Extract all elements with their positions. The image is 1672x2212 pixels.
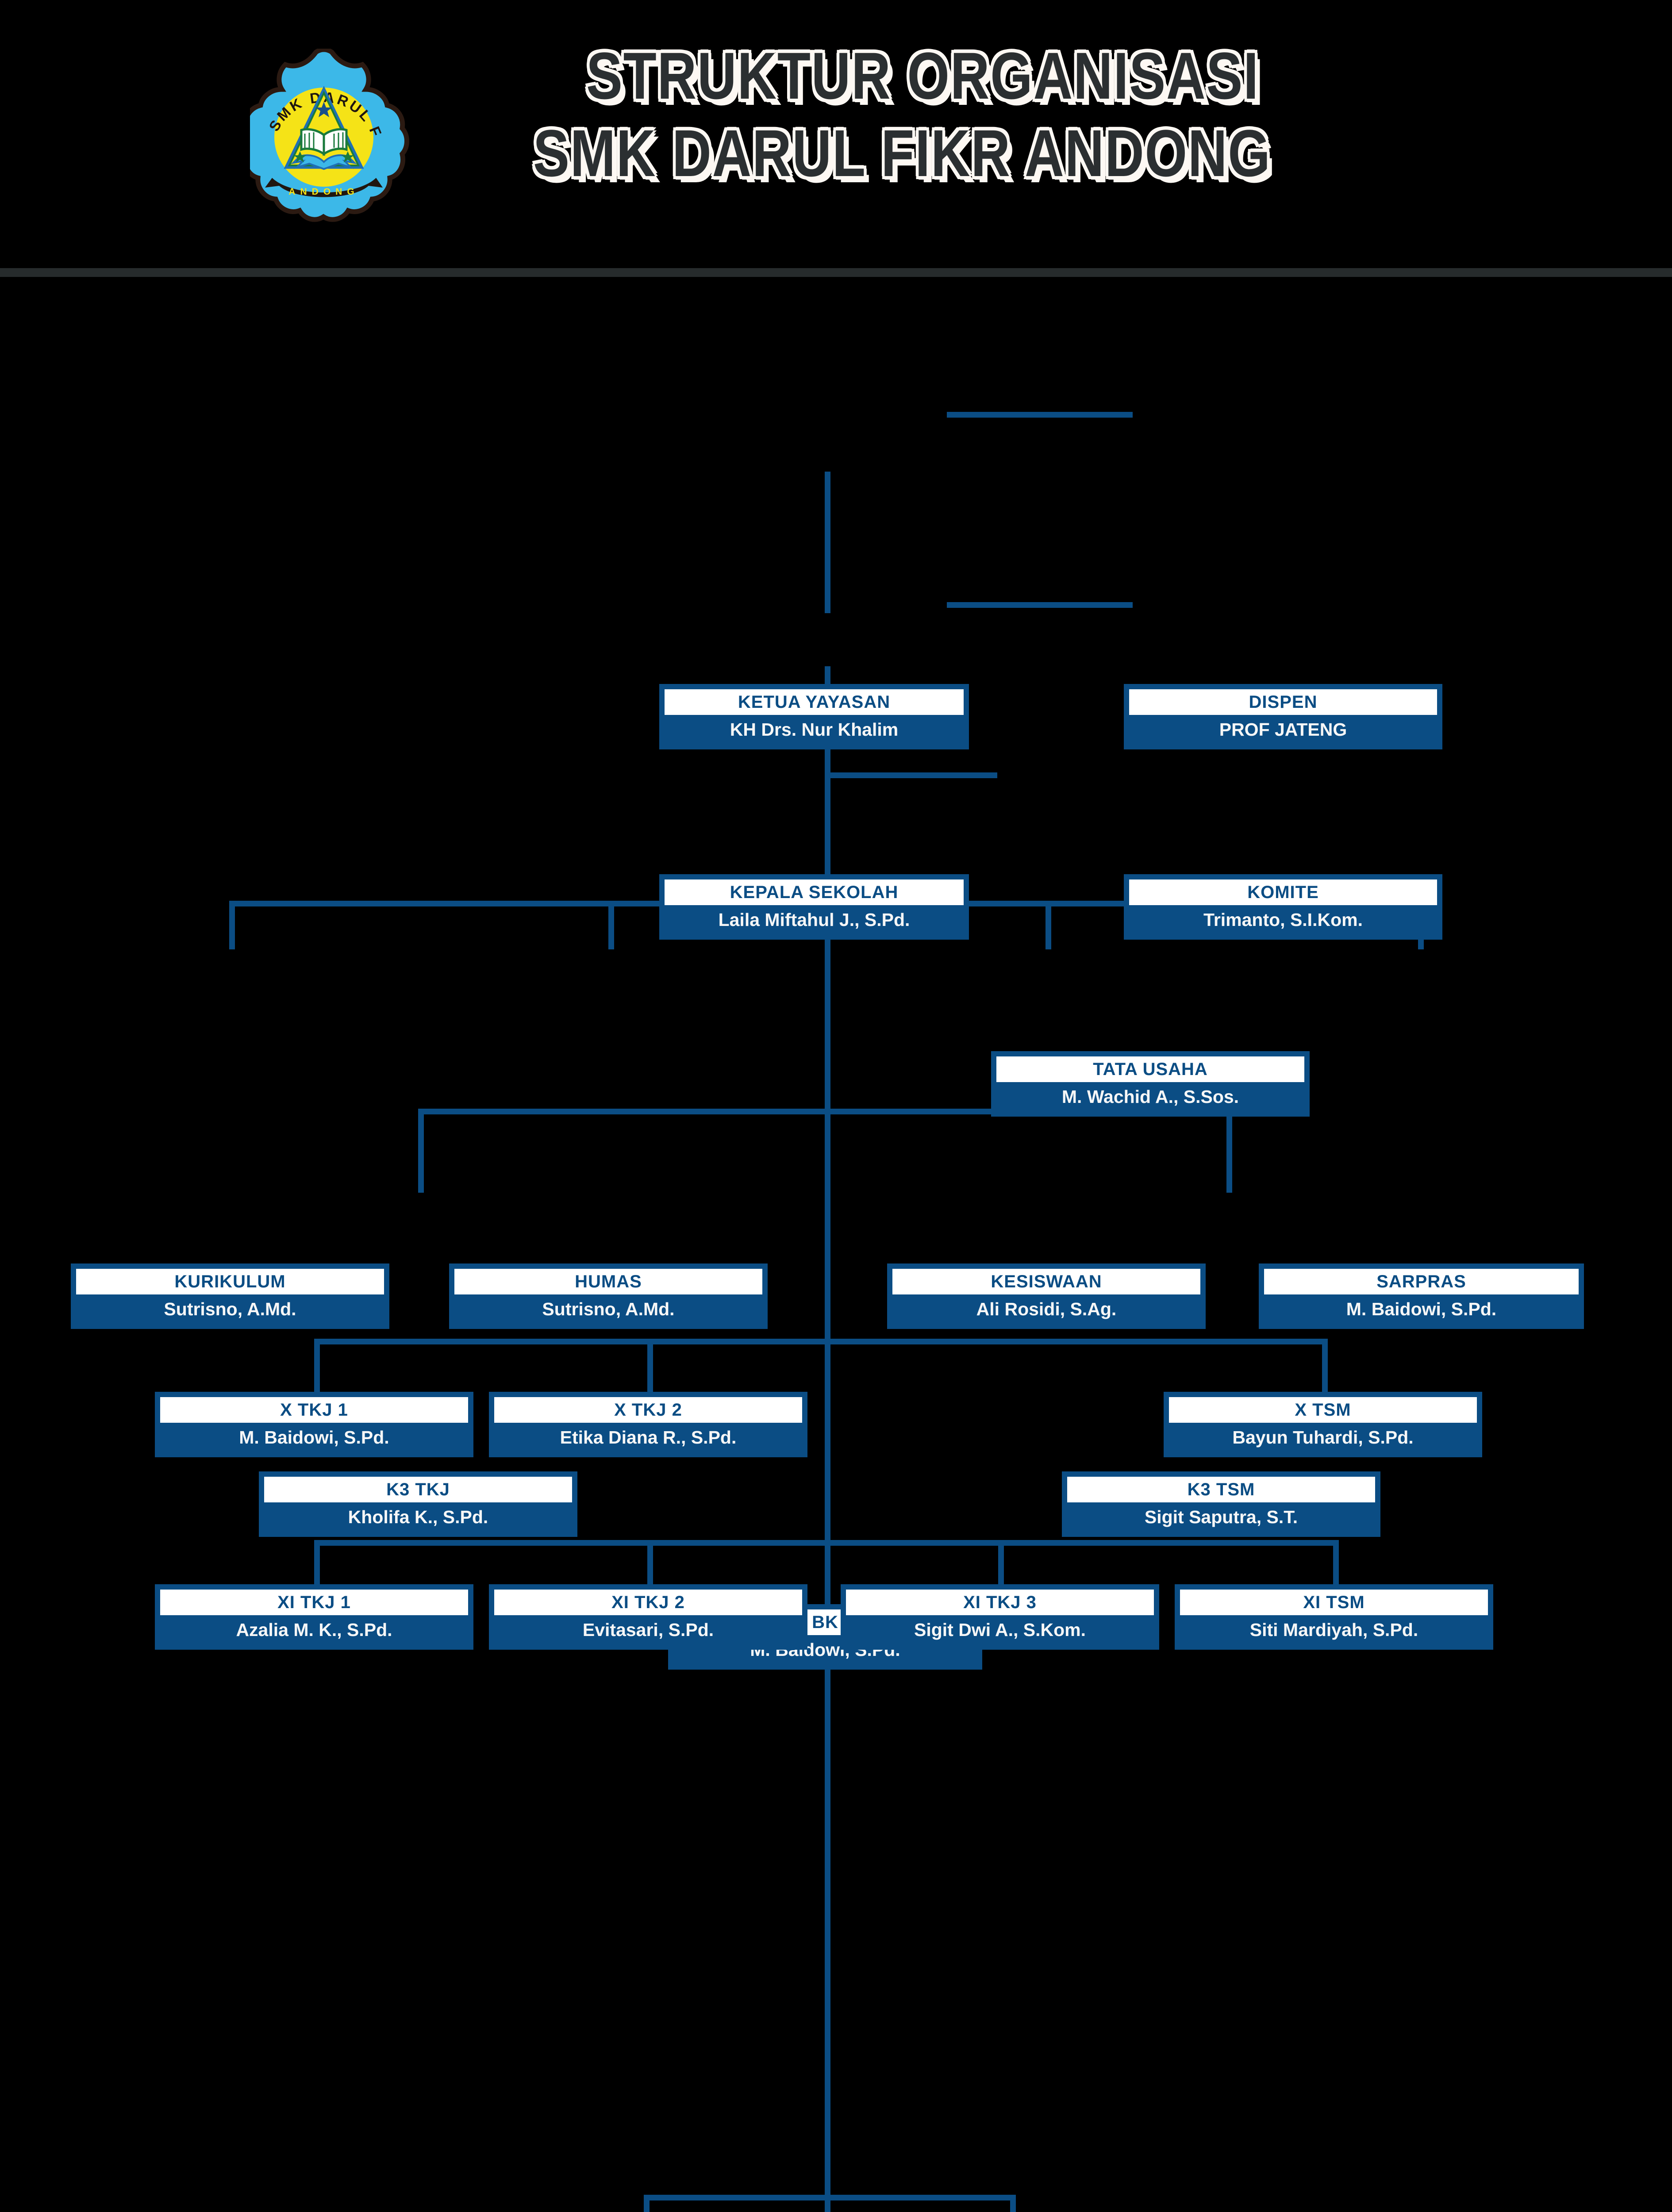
node-ketua-yayasan[interactable]: KETUA YAYASAN KH Drs. Nur Khalim — [659, 684, 969, 749]
node-k3-tsm[interactable]: K3 TSM Sigit Saputra, S.T. — [1062, 1471, 1380, 1537]
drop-kurikulum — [229, 901, 235, 949]
node-dispen[interactable]: DISPEN PROF JATENG — [1124, 684, 1442, 749]
node-k3-tkj[interactable]: K3 TKJ Kholifa K., S.Pd. — [259, 1471, 577, 1537]
drop-xi-tkj-1 — [314, 1540, 320, 1589]
title-line-2: SMK DARUL FIKR ANDONG — [533, 116, 1271, 190]
node-role-label: TATA USAHA — [996, 1056, 1304, 1082]
node-person-name: Ali Rosidi, S.Ag. — [976, 1298, 1117, 1319]
node-role-label: HUMAS — [454, 1269, 762, 1294]
distributor-bar-x — [314, 1339, 1327, 1344]
node-person-name: Trimanto, S.I.Kom. — [1203, 909, 1363, 930]
drop-xii-tkj — [644, 2195, 650, 2212]
node-person-name: Etika Diana R., S.Pd. — [560, 1427, 737, 1448]
svg-text:ANDONG: ANDONG — [288, 187, 359, 197]
node-kurikulum[interactable]: KURIKULUM Sutrisno, A.Md. — [71, 1263, 389, 1329]
drop-k3-tkj — [418, 1109, 424, 1193]
connector-spine-tatausaha — [825, 772, 997, 778]
node-x-tsm[interactable]: X TSM Bayun Tuhardi, S.Pd. — [1164, 1392, 1482, 1457]
page-header: SMK DARUL FIKR ANDONG ST — [0, 0, 1672, 277]
org-chart: KETUA YAYASAN KH Drs. Nur Khalim DISPEN … — [0, 277, 1672, 2212]
node-person-name: Azalia M. K., S.Pd. — [236, 1619, 392, 1640]
connector-kepala-komite — [947, 602, 1133, 608]
node-person-name: Evitasari, S.Pd. — [582, 1619, 714, 1640]
node-komite[interactable]: KOMITE Trimanto, S.I.Kom. — [1124, 874, 1442, 940]
node-role-label: DISPEN — [1129, 689, 1437, 715]
node-role-label: X TKJ 2 — [494, 1397, 802, 1423]
drop-xi-tkj-3 — [998, 1540, 1004, 1589]
node-person-name: Sigit Dwi A., S.Kom. — [914, 1619, 1086, 1640]
node-x-tkj-1[interactable]: X TKJ 1 M. Baidowi, S.Pd. — [155, 1392, 473, 1457]
node-role-label: XI TKJ 1 — [160, 1590, 468, 1615]
node-person-name: Kholifa K., S.Pd. — [348, 1506, 488, 1527]
header-divider — [0, 268, 1672, 277]
main-spine — [825, 666, 830, 2212]
node-xi-tsm[interactable]: XI TSM Siti Mardiyah, S.Pd. — [1175, 1584, 1493, 1650]
school-crest-logo: SMK DARUL FIKR ANDONG — [238, 35, 414, 226]
node-person-name: Sigit Saputra, S.T. — [1144, 1506, 1298, 1527]
node-role-label: K3 TKJ — [264, 1477, 572, 1502]
node-role-label: XI TKJ 2 — [494, 1590, 802, 1615]
drop-xii-tsm — [1010, 2195, 1016, 2212]
node-person-name: M. Baidowi, S.Pd. — [1346, 1298, 1497, 1319]
node-person-name: M. Baidowi, S.Pd. — [239, 1427, 389, 1448]
drop-x-tkj-1 — [314, 1339, 320, 1396]
connector-yayasan-kepala — [825, 472, 830, 613]
node-role-label: KESISWAAN — [892, 1269, 1200, 1294]
node-role-label: SARPRAS — [1264, 1269, 1579, 1294]
node-role-label: KETUA YAYASAN — [665, 689, 964, 715]
node-role-label: XI TKJ 3 — [846, 1590, 1154, 1615]
node-x-tkj-2[interactable]: X TKJ 2 Etika Diana R., S.Pd. — [489, 1392, 807, 1457]
drop-x-tkj-2 — [647, 1339, 653, 1396]
distributor-bar-xii — [644, 2195, 1015, 2200]
node-person-name: M. Wachid A., S.Sos. — [1061, 1086, 1239, 1107]
title-line-1: STRUKTUR ORGANISASI — [586, 38, 1259, 113]
node-kesiswaan[interactable]: KESISWAAN Ali Rosidi, S.Ag. — [887, 1263, 1206, 1329]
drop-xi-tkj-2 — [647, 1540, 653, 1589]
node-xi-tkj-3[interactable]: XI TKJ 3 Sigit Dwi A., S.Kom. — [841, 1584, 1159, 1650]
connector-yayasan-dispen — [947, 412, 1133, 418]
node-role-label: X TKJ 1 — [160, 1397, 468, 1423]
drop-x-tsm — [1322, 1339, 1328, 1396]
drop-xi-tsm — [1333, 1540, 1339, 1589]
node-role-label: K3 TSM — [1067, 1477, 1375, 1502]
node-role-label: KEPALA SEKOLAH — [665, 879, 964, 905]
drop-k3-tsm — [1226, 1109, 1232, 1193]
distributor-bar-xi — [314, 1540, 1338, 1546]
node-tata-usaha[interactable]: TATA USAHA M. Wachid A., S.Sos. — [991, 1051, 1310, 1117]
page-title: STRUKTUR ORGANISASI SMK DARUL FIKR ANDON… — [509, 42, 1526, 228]
node-person-name: Sutrisno, A.Md. — [164, 1298, 296, 1319]
node-role-label: XI TSM — [1180, 1590, 1488, 1615]
node-person-name: Sutrisno, A.Md. — [542, 1298, 675, 1319]
node-xi-tkj-2[interactable]: XI TKJ 2 Evitasari, S.Pd. — [489, 1584, 807, 1650]
node-kepala-sekolah[interactable]: KEPALA SEKOLAH Laila Miftahul J., S.Pd. — [659, 874, 969, 940]
node-role-label: KOMITE — [1129, 879, 1437, 905]
node-role-label: KURIKULUM — [76, 1269, 384, 1294]
drop-humas — [608, 901, 614, 949]
node-sarpras[interactable]: SARPRAS M. Baidowi, S.Pd. — [1259, 1263, 1584, 1329]
node-humas[interactable]: HUMAS Sutrisno, A.Md. — [449, 1263, 768, 1329]
node-person-name: Bayun Tuhardi, S.Pd. — [1232, 1427, 1414, 1448]
drop-kesiswaan — [1045, 901, 1051, 949]
node-xi-tkj-1[interactable]: XI TKJ 1 Azalia M. K., S.Pd. — [155, 1584, 473, 1650]
node-person-name: Laila Miftahul J., S.Pd. — [718, 909, 910, 930]
node-role-label: X TSM — [1169, 1397, 1477, 1423]
node-person-name: PROF JATENG — [1219, 719, 1347, 740]
node-person-name: KH Drs. Nur Khalim — [730, 719, 899, 740]
node-person-name: Siti Mardiyah, S.Pd. — [1249, 1619, 1418, 1640]
